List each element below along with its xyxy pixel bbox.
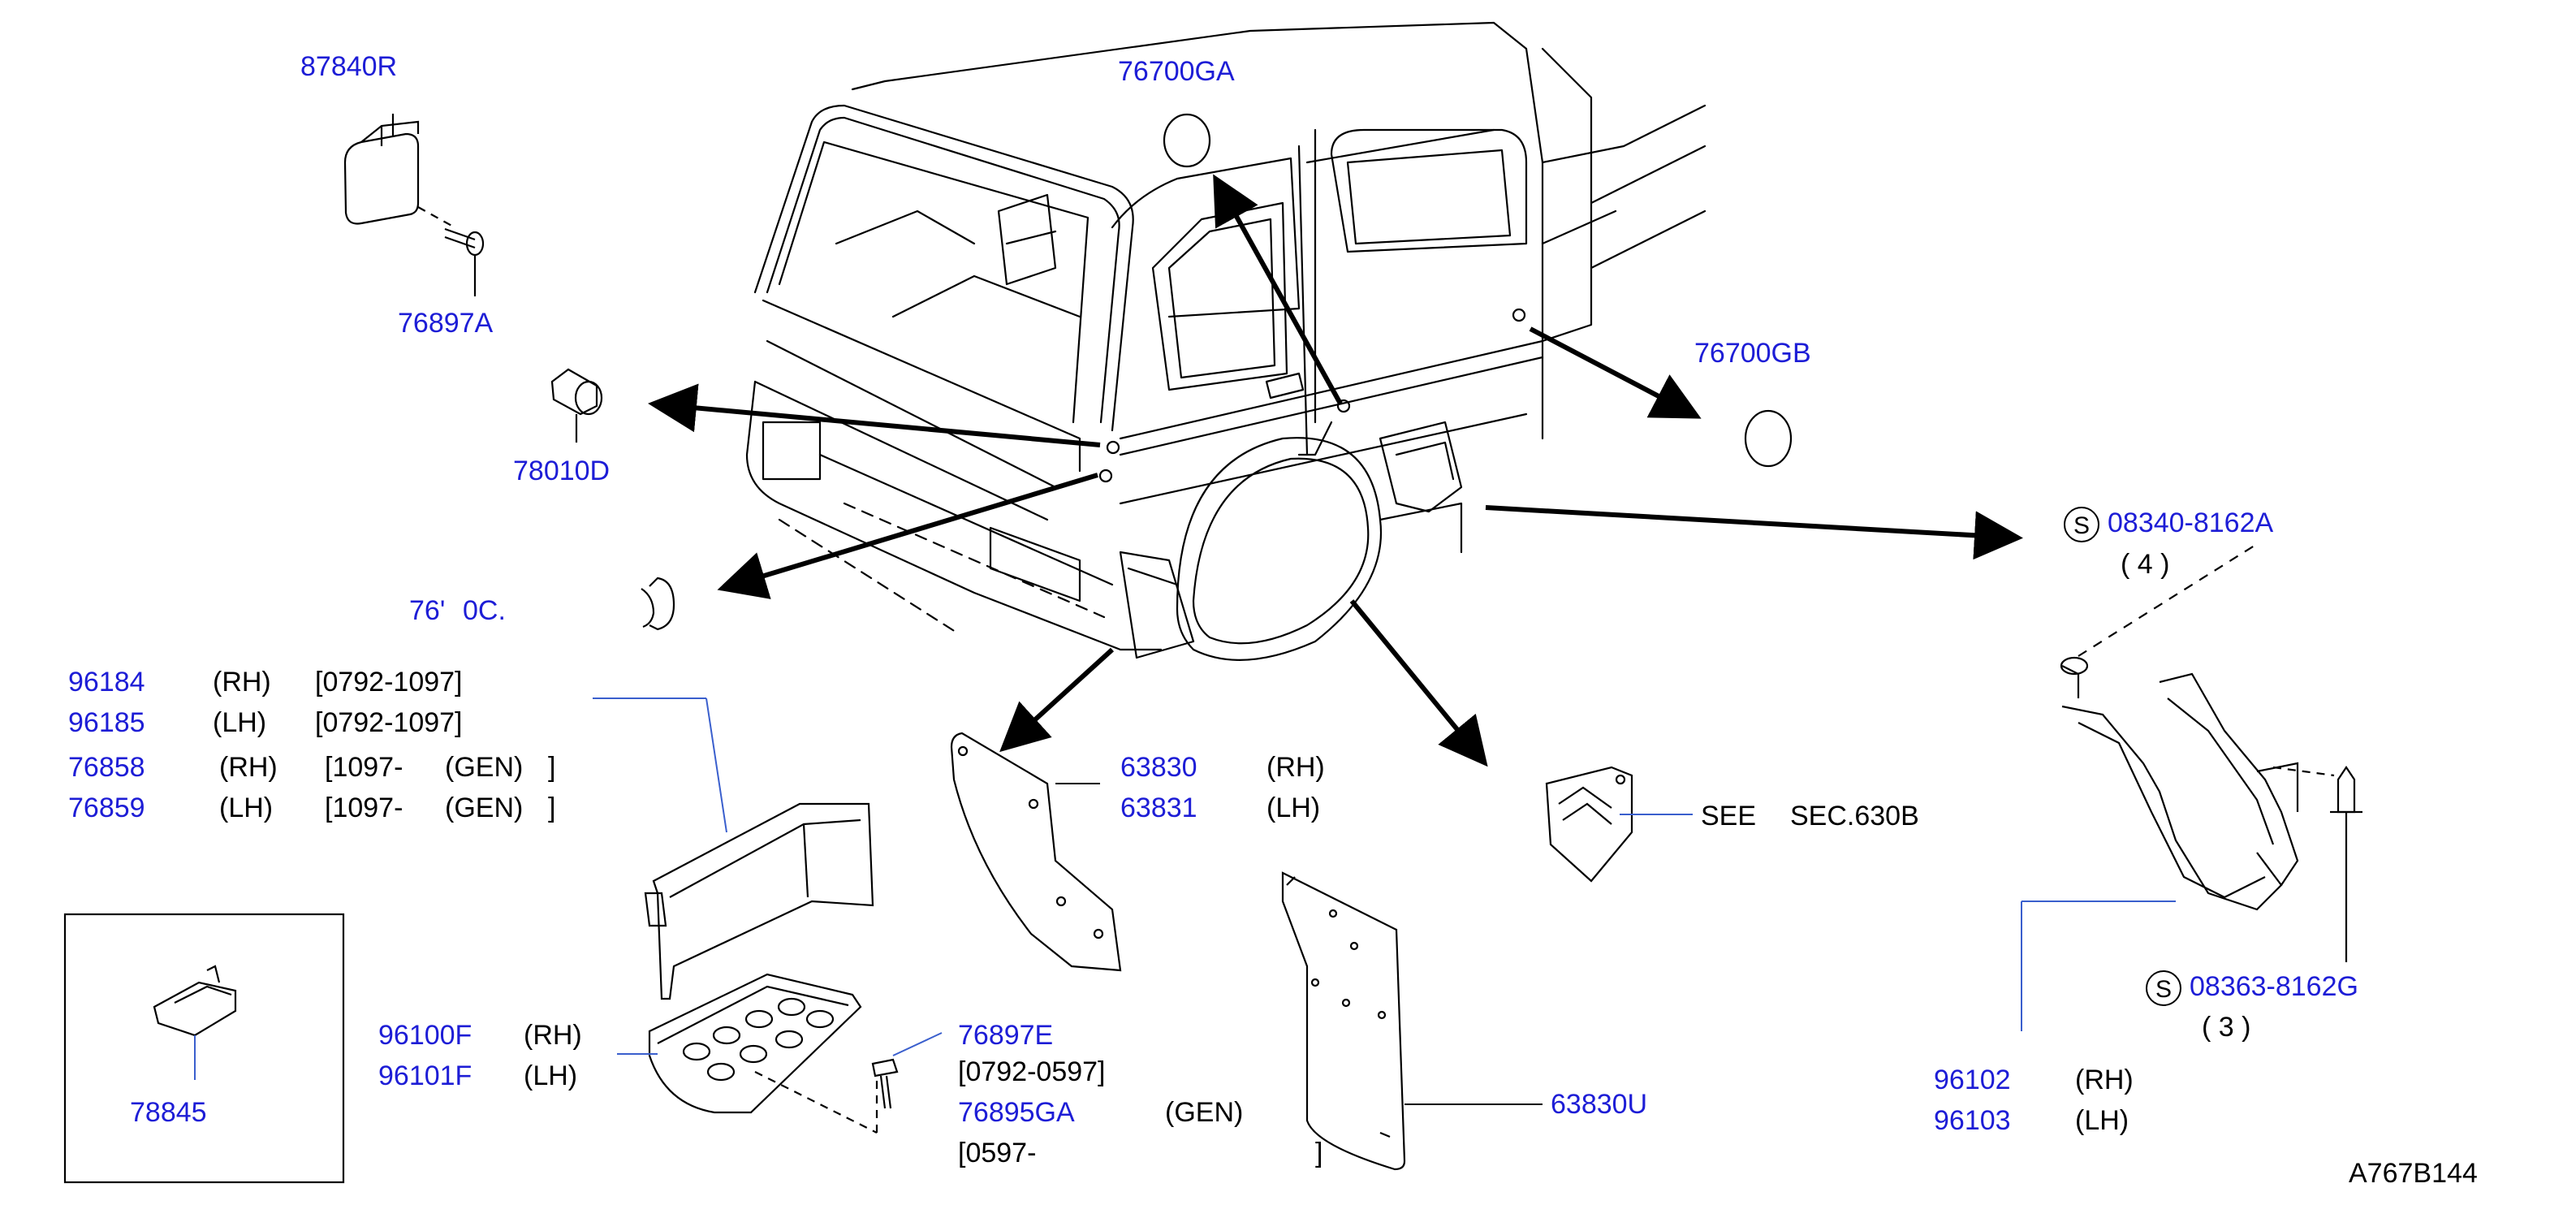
part-7670x-clip-drawing bbox=[641, 577, 675, 631]
label-76700GB: 76700GB bbox=[1694, 338, 1811, 369]
part-78845-inset-box bbox=[63, 913, 345, 1184]
screw-08363-pn: 08363-8162G bbox=[2190, 971, 2358, 1002]
part-96184-step-cover-drawing bbox=[593, 698, 874, 1000]
part-76897A-drawing bbox=[444, 227, 485, 296]
label-96101F-side: (LH) bbox=[524, 1060, 578, 1091]
label-63830U: 63830U bbox=[1551, 1089, 1648, 1120]
part-76700GB-drawing bbox=[1744, 409, 1793, 468]
label-screw-08363-qty: ( 3 ) bbox=[2202, 1012, 2251, 1043]
label-96103-side: (LH) bbox=[2075, 1105, 2129, 1136]
label-63831-side: (LH) bbox=[1266, 793, 1321, 823]
label-76858-side: (RH) bbox=[219, 752, 278, 783]
label-76858-date: [1097- bbox=[325, 752, 403, 783]
label-87840R: 87840R bbox=[300, 51, 398, 82]
part-78010D-drawing bbox=[550, 368, 603, 443]
arrow-to-bracket bbox=[1485, 505, 2023, 560]
part-78845-drawing bbox=[153, 965, 237, 1080]
arrow-to-76700GA bbox=[1213, 174, 1343, 405]
arrow-to-7670x-clip bbox=[717, 473, 1098, 599]
label-76858: 76858 bbox=[68, 752, 145, 783]
part-96100F-step-plate-drawing bbox=[617, 973, 878, 1134]
see-sec-bracket-drawing bbox=[1545, 766, 1693, 883]
label-96185-side: (LH) bbox=[213, 707, 267, 738]
part-63830U-drawing bbox=[1281, 871, 1543, 1171]
screw-symbol-b: S bbox=[2146, 970, 2181, 1007]
label-7670x-partial: 76' bbox=[409, 595, 446, 626]
pointer-arrows bbox=[648, 174, 2023, 767]
label-76895GA: 76895GA bbox=[958, 1097, 1075, 1128]
label-76897E: 76897E bbox=[958, 1020, 1054, 1051]
label-63830-side: (RH) bbox=[1266, 752, 1325, 783]
label-96101F: 96101F bbox=[378, 1060, 472, 1091]
part-87840R-drawing bbox=[343, 114, 455, 228]
label-63831: 63831 bbox=[1120, 793, 1197, 823]
part-76897E-clip-drawing bbox=[871, 1032, 943, 1109]
part-96102-bracket-drawing bbox=[2021, 543, 2362, 1031]
label-76859-gen: (GEN) bbox=[445, 793, 524, 823]
label-96184-side: (RH) bbox=[213, 667, 271, 698]
arrow-to-mudguard bbox=[999, 647, 1115, 753]
label-63830: 63830 bbox=[1120, 752, 1197, 783]
part-63830-drawing bbox=[950, 732, 1122, 972]
label-96100F: 96100F bbox=[378, 1020, 472, 1051]
label-76895GA-gen: (GEN) bbox=[1165, 1097, 1244, 1128]
label-screw-08363: S 08363-8162G bbox=[2146, 970, 2358, 1007]
label-76895GA-date: [0597- bbox=[958, 1138, 1037, 1168]
label-see: SEE bbox=[1701, 801, 1757, 831]
label-78010D: 78010D bbox=[513, 456, 611, 486]
label-76895GA-end: ] bbox=[1315, 1138, 1323, 1168]
label-96102: 96102 bbox=[1934, 1065, 2011, 1095]
screw-08340-pn: 08340-8162A bbox=[2108, 507, 2274, 538]
arrow-to-76700GB bbox=[1529, 326, 1702, 419]
label-76858-gen: (GEN) bbox=[445, 752, 524, 783]
label-76897E-date: [0792-0597] bbox=[958, 1056, 1106, 1087]
label-see-section: SEC.630B bbox=[1790, 801, 1919, 831]
label-76897A: 76897A bbox=[398, 308, 494, 339]
figure-reference-code: A767B144 bbox=[2349, 1158, 2478, 1189]
arrow-to-78010D bbox=[648, 383, 1101, 447]
screw-symbol-a: S bbox=[2064, 507, 2099, 543]
label-76859-date: [1097- bbox=[325, 793, 403, 823]
label-96184: 96184 bbox=[68, 667, 145, 698]
part-76700GA-drawing bbox=[1163, 113, 1211, 168]
label-96100F-side: (RH) bbox=[524, 1020, 582, 1051]
arrow-to-see-sec bbox=[1349, 599, 1488, 767]
label-76859-side: (LH) bbox=[219, 793, 274, 823]
label-76859: 76859 bbox=[68, 793, 145, 823]
label-96103: 96103 bbox=[1934, 1105, 2011, 1136]
label-7670x-partial-2: 0C. bbox=[463, 595, 506, 626]
label-96185-date: [0792-1097] bbox=[315, 707, 463, 738]
label-96184-date: [0792-1097] bbox=[315, 667, 463, 698]
label-screw-08340: S 08340-8162A bbox=[2064, 507, 2274, 543]
label-78845: 78845 bbox=[130, 1097, 207, 1128]
label-96185: 96185 bbox=[68, 707, 145, 738]
label-screw-08340-qty: ( 4 ) bbox=[2121, 549, 2170, 580]
label-96102-side: (RH) bbox=[2075, 1065, 2134, 1095]
label-76858-end: ] bbox=[548, 752, 556, 783]
van-body-drawing bbox=[745, 21, 1707, 661]
label-76859-end: ] bbox=[548, 793, 556, 823]
label-76700GA: 76700GA bbox=[1118, 56, 1235, 87]
